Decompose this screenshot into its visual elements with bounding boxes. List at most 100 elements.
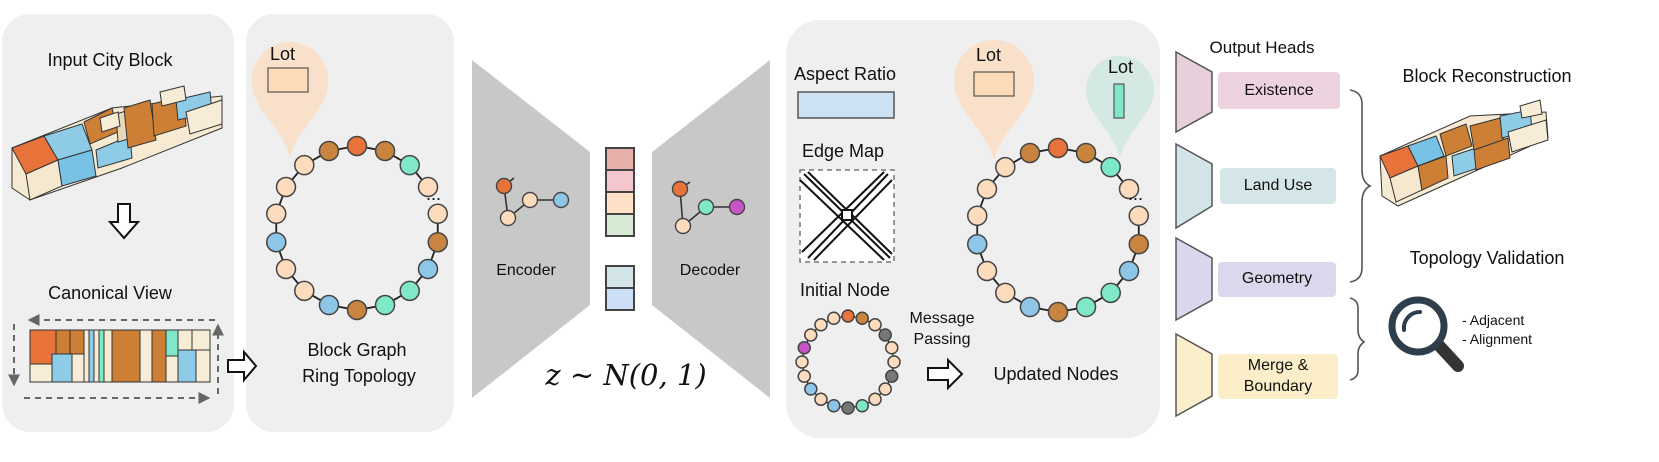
- block-graph-node: [265, 203, 287, 225]
- encoder-graph-node: [495, 177, 513, 195]
- block-graph-node: [417, 176, 439, 198]
- message-passing-line1: Message: [909, 310, 975, 327]
- initial-node: [797, 369, 812, 383]
- block-graph-node: [374, 140, 396, 162]
- initial-node: [884, 341, 899, 355]
- decoder-trapezoid: [652, 60, 770, 398]
- updated-node: [1118, 178, 1140, 200]
- updated-node: [995, 282, 1016, 304]
- encoder-graph-node: [499, 209, 517, 227]
- initial-node: [868, 392, 882, 406]
- block-graph-node: [417, 258, 439, 280]
- edge-map-label: Edge Map: [802, 141, 885, 161]
- block-graph-ring: [265, 135, 449, 321]
- latent-vectors: [605, 147, 635, 311]
- updated-node: [1128, 233, 1150, 255]
- initial-node: [804, 328, 818, 342]
- updated-node: [966, 233, 988, 255]
- head-merge-label-line2: Boundary: [1243, 378, 1313, 395]
- aspect-ratio-label: Aspect Ratio: [794, 64, 897, 84]
- initial-node: [814, 392, 828, 406]
- block-graph-node: [346, 135, 368, 157]
- initial-node: [868, 318, 882, 332]
- latent-formula: z ∼ N(0, 1): [545, 358, 707, 392]
- block-graph-title-line1: Block Graph: [307, 340, 407, 360]
- right-arrow-icon: [227, 349, 258, 383]
- updated-nodes-label: Updated Nodes: [993, 364, 1119, 384]
- reconstructed-block-3d: [1379, 99, 1549, 207]
- decoder-graph-node: [697, 198, 715, 216]
- block-graph-node: [427, 203, 449, 225]
- initial-node: [884, 369, 899, 383]
- encoder-label: Encoder: [496, 262, 556, 279]
- updated-node: [1100, 282, 1121, 304]
- initial-node: [804, 382, 818, 396]
- head-box-existence: [1218, 72, 1340, 109]
- head-box-landuse: [1220, 168, 1336, 204]
- check-adjacent: - Adjacent: [1462, 312, 1525, 328]
- head-landuse-label: Land Use: [1243, 177, 1313, 194]
- initial-node: [814, 318, 828, 332]
- latent-cell: [605, 287, 635, 311]
- updated-nodes-ring: [966, 137, 1150, 323]
- ring-ellipsis: ...: [426, 184, 442, 204]
- updated-node: [1019, 296, 1041, 318]
- initial-node: [795, 355, 809, 369]
- lot-label-right: Lot: [1108, 57, 1134, 77]
- head-trap-landuse: [1175, 142, 1213, 230]
- encoder-graph-node: [552, 191, 570, 209]
- updated-ring-ellipsis: ...: [1128, 184, 1144, 204]
- updated-node: [966, 205, 988, 227]
- lot-pin: [252, 42, 328, 158]
- updated-node: [1019, 142, 1041, 164]
- edge-map: [799, 169, 895, 263]
- lot-label: Lot: [270, 44, 296, 64]
- block-graph-node: [275, 258, 297, 280]
- aspect-ratio-bar: [797, 91, 895, 119]
- initial-node: [797, 341, 812, 355]
- block-graph-title-line2: Ring Topology: [302, 366, 416, 386]
- decoder-graph-node: [728, 198, 746, 216]
- lot-label-left: Lot: [976, 45, 1002, 65]
- encoder-decoder-graphs: [495, 177, 746, 235]
- updated-node: [976, 260, 998, 282]
- head-merge-label-line1: Merge &: [1247, 357, 1309, 374]
- block-graph-node: [427, 231, 449, 253]
- block-graph-node: [294, 280, 315, 302]
- down-arrow-icon: [107, 203, 141, 240]
- updated-node: [976, 178, 998, 200]
- brace-reconstruction: [1349, 89, 1372, 283]
- head-trap-merge: [1175, 332, 1213, 418]
- head-existence-label: Existence: [1244, 82, 1314, 99]
- block-graph-node: [318, 294, 340, 316]
- encoder-trapezoid: [472, 60, 590, 398]
- block-graph-node: [374, 294, 396, 316]
- latent-cell: [605, 213, 635, 237]
- decoder-graph-node: [674, 217, 692, 235]
- updated-node: [1075, 142, 1097, 164]
- initial-node: [827, 398, 841, 413]
- initial-node-ring: [795, 309, 901, 415]
- initial-node: [827, 311, 841, 326]
- block-reconstruction-title: Block Reconstruction: [1402, 66, 1572, 86]
- head-trap-geometry: [1175, 236, 1213, 322]
- decoder-graph-node: [671, 180, 689, 198]
- topology-validation-title: Topology Validation: [1409, 248, 1565, 268]
- message-passing-line2: Passing: [913, 331, 971, 348]
- block-graph-node: [294, 154, 315, 176]
- input-city-block-title: Input City Block: [47, 50, 173, 70]
- input-city-block-3d: [11, 85, 223, 201]
- latent-cell: [605, 147, 635, 171]
- lot-pin-right: [1086, 56, 1154, 158]
- updated-node: [1100, 156, 1121, 178]
- initial-node: [878, 328, 892, 342]
- block-graph-node: [399, 154, 420, 176]
- initial-node-label: Initial Node: [800, 280, 891, 300]
- block-graph-node: [265, 231, 287, 253]
- block-graph-node: [275, 176, 297, 198]
- canonical-view-map: [29, 329, 211, 383]
- initial-node: [878, 382, 892, 396]
- decoder-label: Decoder: [679, 262, 741, 279]
- lot-pin-left: [954, 40, 1034, 160]
